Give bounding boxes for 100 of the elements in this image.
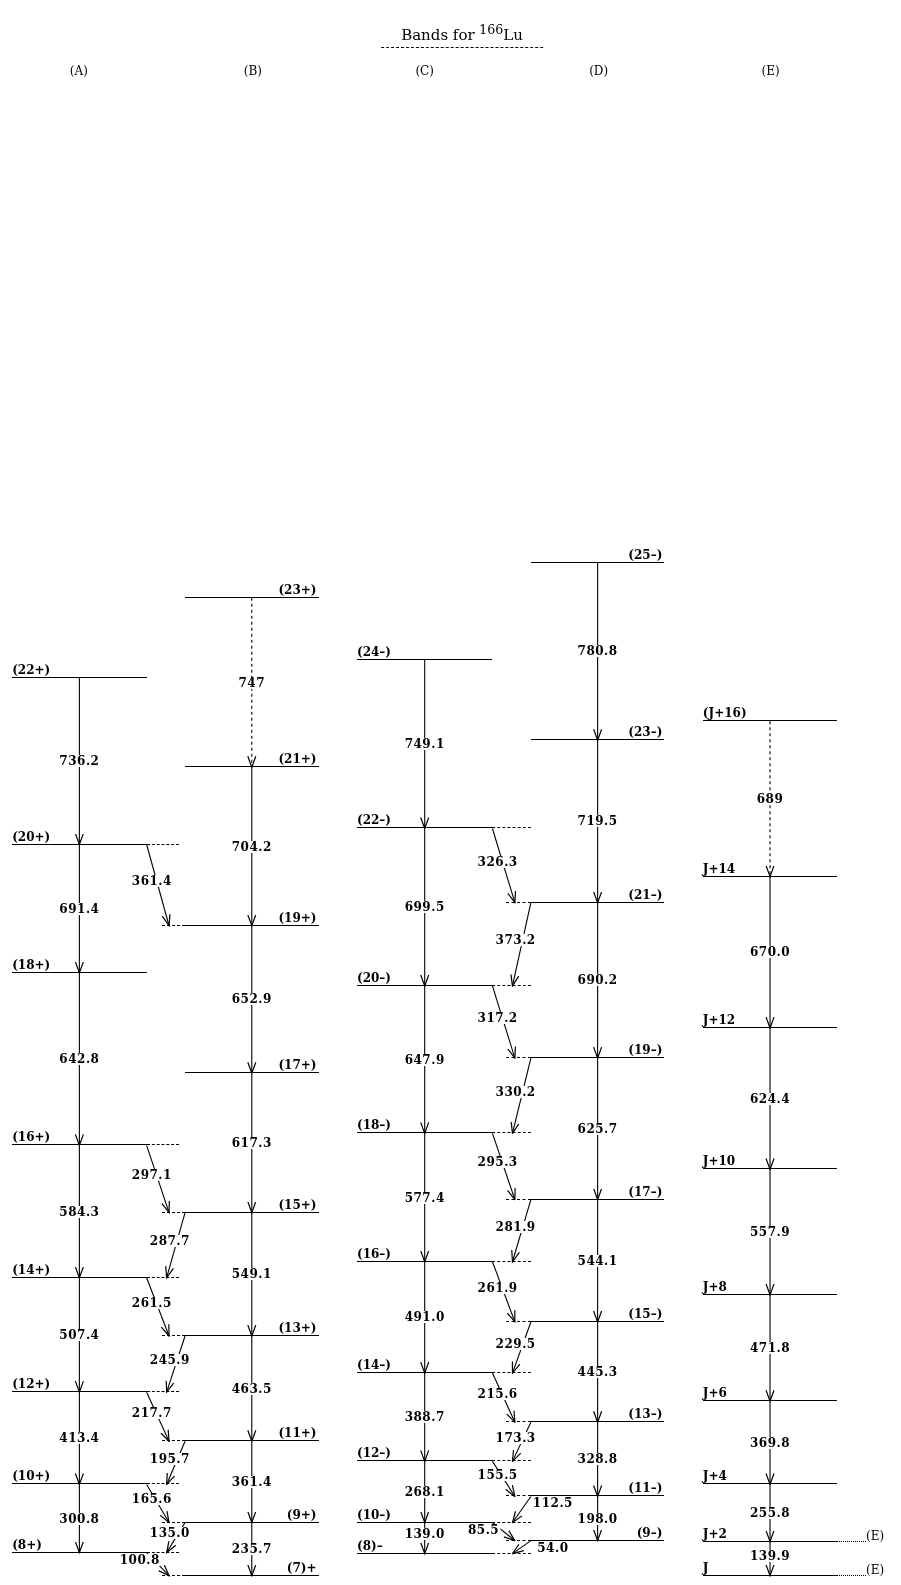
energy-level (505, 1186, 665, 1200)
energy-label: 652.9 (230, 993, 273, 1006)
energy-label: 139.0 (403, 1527, 446, 1540)
transition-arrow (491, 1522, 516, 1542)
energy-level (702, 1015, 838, 1029)
transition-arrow (593, 902, 603, 1059)
transition-arrow (420, 1460, 430, 1524)
energy-label: 691.4 (58, 902, 101, 915)
transition-arrow (510, 902, 532, 987)
energy-level (185, 1060, 319, 1074)
energy-level (356, 972, 531, 986)
energy-label: 507.4 (58, 1328, 101, 1341)
energy-level (161, 1562, 319, 1576)
transition-arrow (420, 1132, 430, 1263)
energy-level (12, 831, 179, 845)
energy-label: 281.9 (494, 1220, 537, 1233)
energy-label: 544.1 (576, 1254, 619, 1267)
spin-label: (16+) (12, 1132, 51, 1144)
energy-level (12, 1132, 179, 1146)
spin-label: (21–) (628, 889, 663, 901)
diagram-title: Bands for $^{166}$Lu (381, 22, 543, 48)
spin-label: (12+) (12, 1379, 51, 1391)
energy-label: 54.0 (536, 1541, 570, 1554)
transition-arrow (74, 843, 84, 974)
energy-label: 413.4 (58, 1432, 101, 1445)
energy-label: 330.2 (494, 1085, 537, 1098)
energy-level (12, 1264, 179, 1278)
spin-label: J+2 (702, 1528, 727, 1540)
energy-label: 471.8 (749, 1342, 792, 1354)
energy-level (161, 1199, 319, 1213)
transition-arrow (247, 1212, 257, 1337)
spin-label: (9–) (636, 1527, 663, 1539)
energy-label: 369.8 (749, 1436, 792, 1449)
spin-label: (16–) (356, 1248, 391, 1260)
spin-label: (23+) (278, 584, 317, 596)
spin-label: J+4 (702, 1471, 727, 1483)
energy-label: 557.9 (749, 1226, 792, 1239)
transition-arrow (765, 1027, 775, 1171)
energy-label: 445.3 (576, 1366, 619, 1379)
energy-level (505, 1045, 665, 1059)
energy-level (505, 889, 665, 903)
spin-label: (17+) (278, 1060, 317, 1072)
transition-arrow (146, 843, 171, 927)
energy-level (356, 1248, 531, 1262)
energy-label: 647.9 (403, 1053, 446, 1066)
transition-arrow (765, 1400, 775, 1486)
energy-label: 780.8 (576, 645, 619, 658)
energy-label: 261.5 (130, 1296, 173, 1309)
energy-label: 749.1 (403, 738, 446, 751)
spin-label: (23–) (628, 727, 663, 739)
energy-level (356, 1120, 531, 1134)
energy-label: 670.0 (749, 946, 792, 959)
spin-label: (18–) (356, 1120, 391, 1132)
spin-label: (10–) (356, 1509, 391, 1521)
spin-label: (8)– (356, 1540, 383, 1552)
transition-arrow (247, 597, 257, 768)
energy-label: 577.4 (403, 1191, 446, 1204)
energy-label: 388.7 (403, 1411, 446, 1424)
energy-label: 245.9 (148, 1354, 191, 1367)
energy-level (161, 1323, 319, 1336)
energy-label: 326.3 (476, 855, 519, 868)
spin-label: (19–) (628, 1045, 663, 1057)
energy-level (356, 1360, 531, 1374)
energy-level (12, 665, 147, 678)
energy-level (356, 1509, 531, 1523)
spin-label: (10+) (12, 1471, 51, 1483)
spin-label: (20+) (12, 831, 51, 843)
energy-label: 617.3 (230, 1136, 273, 1149)
energy-label: 689 (755, 792, 785, 805)
transition-arrow (593, 1421, 603, 1498)
energy-label: 642.8 (58, 1053, 101, 1066)
transition-arrow (74, 1277, 84, 1393)
spin-label: J+10 (702, 1156, 736, 1168)
spin-label: (13+) (278, 1323, 317, 1334)
transition-arrow (511, 1540, 532, 1555)
energy-label: 747 (237, 676, 267, 689)
energy-label: 300.8 (58, 1512, 101, 1525)
spin-label: (22–) (356, 815, 391, 827)
energy-label: 690.2 (576, 974, 619, 987)
energy-level (12, 1471, 179, 1485)
band-heading: (B) (243, 64, 262, 78)
spin-label: (11–) (628, 1483, 663, 1495)
transition-arrow (247, 1335, 257, 1442)
spin-label: (17–) (628, 1186, 663, 1198)
band-reference-label: (E) (866, 1530, 885, 1542)
energy-label: 135.0 (148, 1526, 191, 1539)
energy-level (12, 1539, 179, 1553)
energy-level (185, 754, 319, 768)
energy-label: 173.3 (494, 1431, 537, 1444)
energy-level (12, 959, 147, 973)
energy-label: 491.0 (403, 1311, 446, 1324)
energy-label: 268.1 (403, 1485, 446, 1498)
transition-arrow (491, 985, 517, 1059)
transition-arrow (765, 720, 775, 878)
spin-label: (9+) (286, 1509, 317, 1521)
energy-level (505, 1409, 665, 1423)
transition-arrow (74, 1144, 84, 1279)
spin-label: (8+) (12, 1539, 42, 1551)
transition-arrow (247, 1440, 257, 1524)
spin-label: (20–) (356, 972, 391, 984)
